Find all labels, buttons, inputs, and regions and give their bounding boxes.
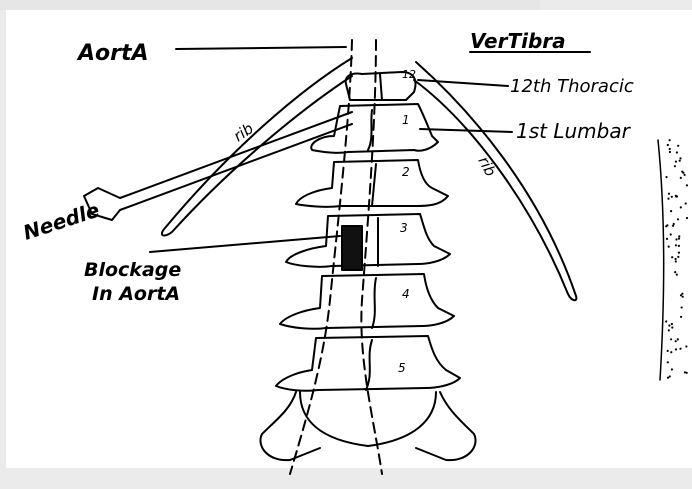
speckle-dot	[667, 361, 669, 363]
speckle-dot	[666, 224, 668, 226]
speckle-dot	[675, 196, 677, 198]
speckle-dot	[669, 139, 671, 141]
speckle-dot	[679, 157, 681, 159]
speckle-dot	[675, 238, 677, 240]
blockage-label-line1: Blockage	[84, 259, 181, 281]
speckle-edge	[658, 140, 664, 380]
speckle-dot	[670, 233, 672, 235]
speckle-dot	[678, 252, 680, 254]
right-rib	[414, 62, 576, 300]
speckle-dot	[680, 177, 682, 179]
thoracic-leader-line	[418, 80, 508, 86]
speckle-dot	[670, 210, 672, 212]
vertebra-number-12: 12	[402, 68, 416, 81]
vertebra-label: VerTibra	[470, 29, 566, 53]
speckle-dot	[676, 274, 678, 276]
aorta-label: AortA	[76, 41, 149, 66]
speckle-dot	[675, 258, 677, 260]
thoracic-label: 12th Thoracic	[510, 76, 634, 97]
speckle-dot	[680, 316, 682, 318]
speckle-dot	[682, 172, 684, 174]
speckle-dot	[668, 193, 670, 195]
speckle-dot	[668, 324, 670, 326]
needle	[84, 112, 352, 220]
speckle-dot	[677, 256, 679, 258]
speckle-dot	[679, 160, 681, 162]
speckle-texture	[665, 139, 688, 379]
right-rib-label: rib	[474, 153, 499, 179]
vertebra-number-5: 5	[398, 361, 406, 375]
speckle-dot	[678, 235, 680, 237]
speckle-dot	[674, 165, 676, 167]
speckle-dot	[678, 245, 680, 247]
vertebra-number-2: 2	[402, 165, 410, 179]
vertebra-number-1: 1	[402, 113, 410, 127]
speckle-dot	[666, 238, 668, 240]
speckle-dot	[686, 217, 688, 219]
speckle-dot	[681, 306, 683, 308]
speckle-dot	[678, 238, 680, 240]
speckle-dot	[668, 246, 670, 248]
sacrum	[260, 392, 475, 460]
speckle-dot	[667, 144, 669, 146]
speckle-dot	[668, 329, 670, 331]
vertebra-number-3: 3	[400, 221, 408, 235]
speckle-dot	[671, 368, 673, 370]
speckle-dot	[675, 260, 677, 262]
needle-label: Needle	[20, 198, 102, 245]
speckle-dot	[676, 151, 678, 153]
speckle-dot	[677, 218, 679, 220]
aorta-leader-line	[176, 47, 346, 49]
speckle-dot	[670, 351, 672, 353]
speckle-dot	[675, 348, 677, 350]
speckle-dot	[672, 225, 674, 227]
aorta-blockage	[342, 226, 362, 270]
speckle-dot	[670, 338, 672, 340]
speckle-dot	[686, 184, 688, 186]
speckle-dot	[674, 271, 676, 273]
speckle-dot	[665, 320, 667, 322]
speckle-dot	[679, 348, 681, 350]
speckle-dot	[669, 148, 671, 150]
speckle-dot	[681, 293, 683, 295]
blockage-label-line2: In AortA	[92, 283, 180, 305]
speckle-dot	[677, 338, 679, 340]
speckle-dot	[685, 202, 687, 204]
speckle-dot	[671, 196, 673, 198]
speckle-dot	[667, 377, 669, 379]
vertebra-5	[276, 336, 460, 391]
vertebra-number-4: 4	[402, 287, 410, 301]
vertebra-4	[280, 274, 454, 329]
speckle-dot	[684, 174, 686, 176]
speckle-dot	[671, 256, 673, 258]
vertebra-2	[296, 160, 448, 207]
speckle-dot	[684, 371, 686, 373]
speckle-dot	[685, 345, 687, 347]
speckle-dot	[671, 323, 673, 325]
lumbar-label: 1st Lumbar	[516, 119, 632, 143]
speckle-dot	[667, 350, 669, 352]
speckle-dot	[671, 326, 673, 328]
speckle-dot	[680, 206, 682, 208]
speckle-dot	[675, 161, 677, 163]
speckle-dot	[677, 145, 679, 147]
speckle-dot	[665, 176, 667, 178]
speckle-dot	[675, 244, 677, 246]
speckle-dot	[667, 198, 669, 200]
speckle-dot	[675, 340, 677, 342]
speckle-dot	[682, 296, 684, 298]
speckle-dot	[669, 151, 671, 153]
left-rib-label: rib	[230, 119, 257, 145]
